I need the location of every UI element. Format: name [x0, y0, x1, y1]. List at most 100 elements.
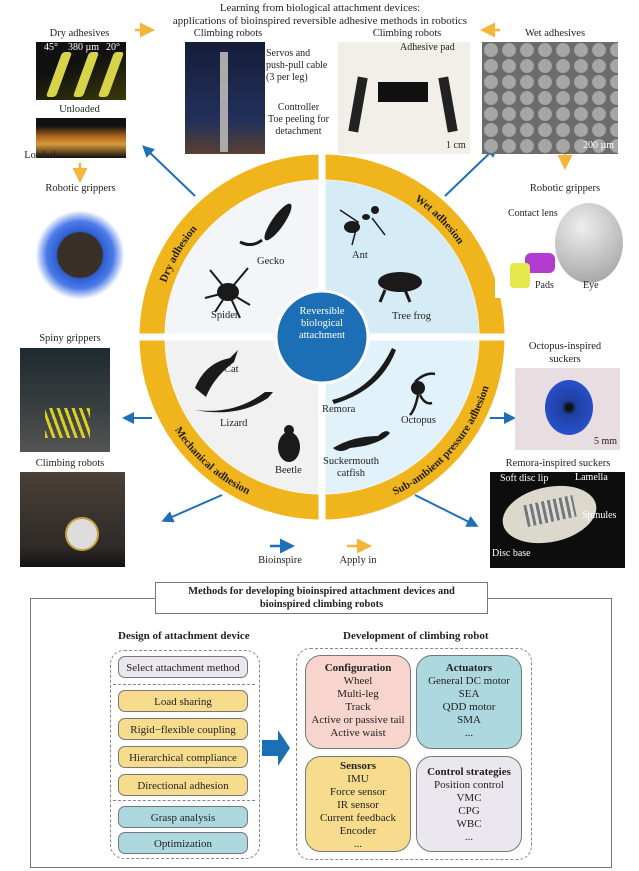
bioinspire-arrow — [414, 494, 479, 527]
wall-climbing-robot-image — [20, 472, 125, 567]
annotation-line: Toe peeling for — [268, 114, 329, 125]
card-title: Sensors — [339, 760, 377, 772]
catfish-icon — [333, 431, 390, 451]
step-hierarchical-compliance: Hierarchical compliance — [118, 746, 248, 768]
angle-label: 20° — [106, 42, 120, 53]
card-item: SMA — [457, 714, 481, 726]
step-select-attachment-method: Select attachment method — [118, 656, 248, 678]
dry-adhesives-unloaded-image: 45° 380 µm 20° — [36, 42, 126, 100]
quadrant-wet — [322, 180, 479, 337]
card-title: Control strategies — [427, 766, 511, 778]
remora-icon — [332, 348, 396, 404]
ant-icon — [339, 206, 386, 246]
label-line: Octopus-inspired — [528, 341, 602, 352]
eye-gripper-image: Contact lens Pads Eye — [495, 198, 625, 298]
eye-label: Eye — [583, 280, 599, 291]
title-line-2: applications of bioinspired reversible a… — [172, 15, 468, 27]
configuration-card: Configuration Wheel Multi-leg Track Acti… — [305, 655, 411, 749]
climbing-robots-mech-label: Climbing robots — [35, 458, 105, 469]
unloaded-label: Unloaded — [59, 104, 100, 115]
gecko-climbing-robot-image — [185, 42, 265, 154]
card-item: IMU — [347, 773, 369, 785]
card-item: VMC — [456, 792, 482, 804]
spiny-grippers-label: Spiny grippers — [39, 333, 101, 344]
scale-bar-label: 200 µm — [582, 140, 614, 151]
right-arrow-icon — [262, 730, 290, 766]
figure-title: Learning from biological attachment devi… — [120, 2, 520, 28]
center-circle — [274, 289, 370, 385]
loaded-label: Loaded — [24, 150, 56, 161]
annotation-line: detachment — [275, 126, 322, 137]
octopus-suckers-label: Octopus-inspired suckers — [515, 340, 615, 366]
label-gecko: Gecko — [257, 256, 285, 267]
card-item: ... — [464, 727, 474, 739]
control-strategies-card: Control strategies Position control VMC … — [416, 756, 522, 852]
annotation-line: push-pull cable — [266, 60, 328, 71]
remora-suckers-label: Remora-inspired suckers — [505, 458, 611, 469]
card-item: Current feedback — [319, 812, 397, 824]
methods-title: Methods for developing bioinspired attac… — [155, 582, 488, 614]
robotic-grippers-right-label: Robotic grippers — [529, 183, 601, 194]
remora-sucker-image: Soft disc lip Lamella Spinules Disc base — [490, 472, 625, 568]
step-directional-adhesion: Directional adhesion — [118, 774, 248, 796]
label-catfish-line: catfish — [337, 468, 365, 479]
annotation-line: Servos and — [266, 48, 311, 59]
adhesive-pad-label: Adhesive pad — [400, 42, 455, 53]
card-item: CPG — [458, 805, 480, 817]
card-item: Active or passive tail — [311, 714, 405, 726]
label-spider: Spider — [211, 310, 239, 321]
center-label-line: biological — [301, 318, 343, 329]
legend-bioinspire-label: Bioinspire — [258, 555, 302, 566]
robotic-grippers-left-label: Robotic grippers — [45, 183, 116, 194]
label-beetle: Beetle — [275, 465, 302, 476]
cat-icon — [195, 350, 238, 397]
step-grasp-analysis: Grasp analysis — [118, 806, 248, 828]
robot-annotation: Controller Toe peeling for detachment — [268, 102, 329, 138]
label-remora: Remora — [322, 404, 356, 415]
gecko-icon — [239, 203, 292, 247]
actuators-card: Actuators General DC motor SEA QDD motor… — [416, 655, 522, 749]
card-item: WBC — [456, 818, 482, 830]
card-title: Actuators — [445, 662, 493, 674]
annotation-line: (3 per leg) — [266, 72, 308, 83]
scale-bar-label: 5 mm — [593, 436, 617, 447]
soft-disc-lip-label: Soft disc lip — [500, 473, 549, 484]
spiny-gripper-image — [20, 348, 110, 452]
bioinspire-arrow — [444, 145, 498, 197]
robotic-gripper-left-image — [30, 200, 130, 300]
scale-bar-label: 1 cm — [446, 140, 466, 151]
design-header: Design of attachment device — [118, 630, 250, 642]
card-title: Configuration — [324, 662, 392, 674]
step-optimization: Optimization — [118, 832, 248, 854]
tree-frog-icon — [378, 272, 422, 303]
angle-label: 45° — [44, 42, 58, 53]
card-item: General DC motor — [428, 675, 510, 687]
spider-icon — [204, 267, 251, 319]
methods-title-line: Methods for developing bioinspired attac… — [188, 586, 455, 597]
card-item: QDD motor — [442, 701, 496, 713]
card-item: ... — [464, 831, 474, 843]
card-item: Multi-leg — [337, 688, 379, 700]
robot-annotation: Servos and push-pull cable (3 per leg) — [266, 48, 327, 84]
card-item: Wheel — [343, 675, 373, 687]
lamella-label: Lamella — [575, 472, 608, 483]
climbing-robots-wet-label: Climbing robots — [372, 28, 442, 39]
sensors-card: Sensors IMU Force sensor IR sensor Curre… — [305, 756, 411, 852]
label-ant: Ant — [352, 250, 368, 261]
center-label: Reversible biological attachment — [276, 306, 368, 342]
quadrant-sub-ambient — [322, 337, 479, 494]
card-item: Active waist — [330, 727, 386, 739]
center-label-line: attachment — [298, 330, 346, 341]
label-catfish: Suckermouth catfish — [323, 456, 379, 480]
step-rigid-flexible-coupling: Rigid−flexible coupling — [118, 718, 248, 740]
wet-adhesives-label: Wet adhesives — [524, 28, 586, 39]
beetle-icon — [278, 425, 300, 462]
card-item: Track — [345, 701, 371, 713]
label-cat: Cat — [224, 364, 239, 375]
card-item: Force sensor — [330, 786, 386, 798]
size-label: 380 µm — [68, 42, 100, 53]
octopus-icon — [409, 372, 436, 416]
label-line: suckers — [549, 354, 581, 365]
card-item: SEA — [458, 688, 480, 700]
